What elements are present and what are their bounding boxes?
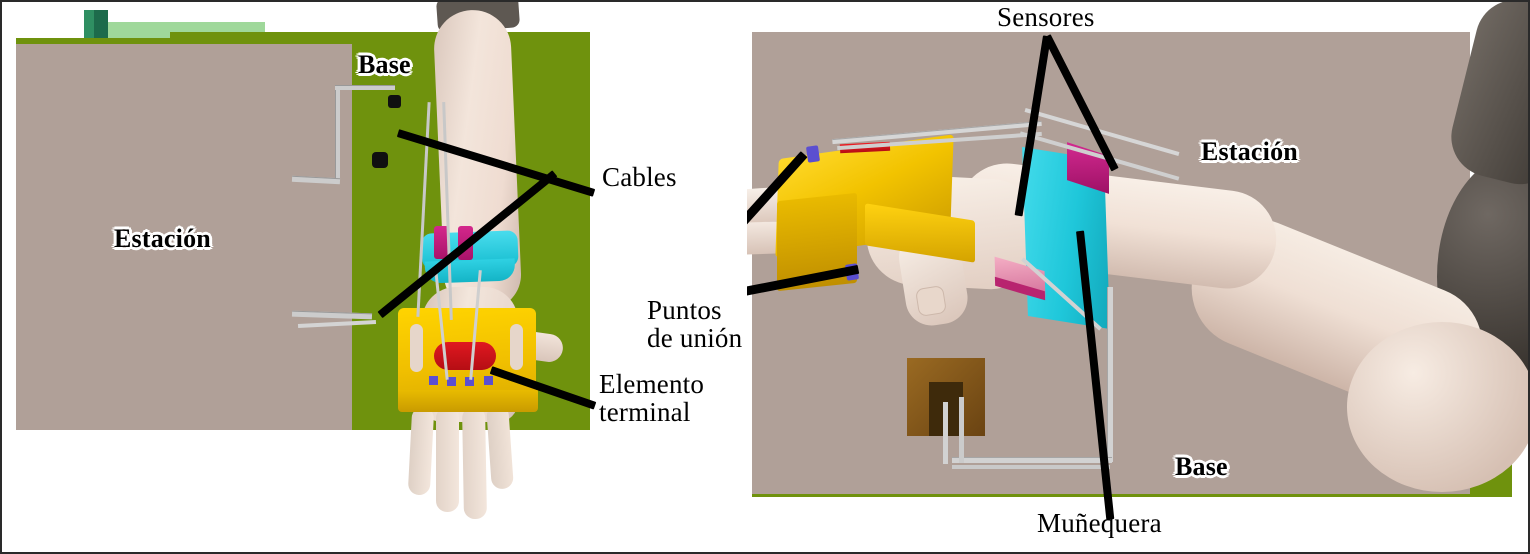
finger-middle — [436, 407, 459, 512]
label-elemento-terminal: Elemento terminal — [599, 369, 705, 427]
label-sensores: Sensores — [997, 2, 1095, 32]
cable-upper-run — [335, 85, 340, 181]
station-plate — [16, 44, 352, 430]
sensor-magenta-left — [434, 226, 449, 259]
joint-point-upper — [805, 145, 821, 163]
cable-clamp-run-2 — [959, 397, 964, 463]
connector-square-3 — [465, 377, 474, 386]
label-base-left: Base — [358, 50, 411, 79]
finger-index — [407, 406, 435, 496]
finger-ring — [462, 406, 487, 520]
right-panel-scene — [747, 2, 1528, 552]
terminal-window-right — [510, 324, 523, 370]
cable-clip-lower — [372, 152, 388, 168]
label-puntos-de-union: Puntos de unión — [647, 295, 743, 353]
cable-loop-bottom-2 — [952, 465, 1110, 469]
thumb-nail — [914, 284, 948, 318]
label-base-right: Base — [1175, 452, 1228, 481]
terminal-lower-band — [398, 390, 538, 412]
connector-square-4 — [484, 376, 493, 385]
cable-loop-bottom — [952, 457, 1112, 463]
left-panel-scene — [2, 2, 702, 552]
board-dark-green-highlight — [84, 10, 94, 42]
label-munequera: Muñequera — [1037, 508, 1162, 538]
cable-upper-top — [335, 85, 395, 90]
label-cables: Cables — [602, 162, 677, 192]
cable-clip-upper — [388, 95, 401, 108]
label-estacion-left: Estación — [114, 224, 211, 253]
connector-square-1 — [429, 376, 438, 385]
label-estacion-right: Estación — [1201, 137, 1298, 166]
connector-square-2 — [447, 377, 456, 386]
base-ledge-strip — [16, 38, 282, 44]
cable-clamp-run — [943, 402, 948, 464]
terminal-window-left — [410, 324, 423, 372]
cable-loop-vertical — [1107, 287, 1113, 462]
elbow — [1347, 322, 1528, 492]
